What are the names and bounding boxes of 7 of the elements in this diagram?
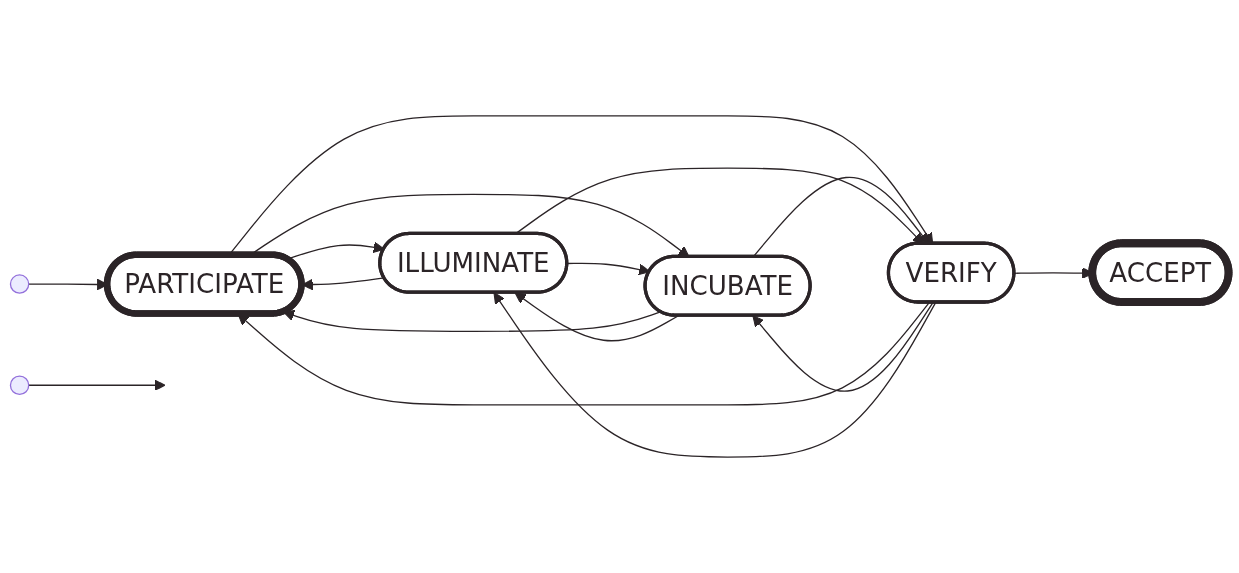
arrow bbox=[237, 302, 930, 406]
arrow bbox=[283, 309, 662, 333]
node-circle bbox=[9, 274, 30, 294]
node-circle bbox=[9, 375, 30, 396]
arrow bbox=[493, 292, 937, 458]
arrow bbox=[752, 302, 934, 392]
arrow bbox=[28, 379, 166, 391]
